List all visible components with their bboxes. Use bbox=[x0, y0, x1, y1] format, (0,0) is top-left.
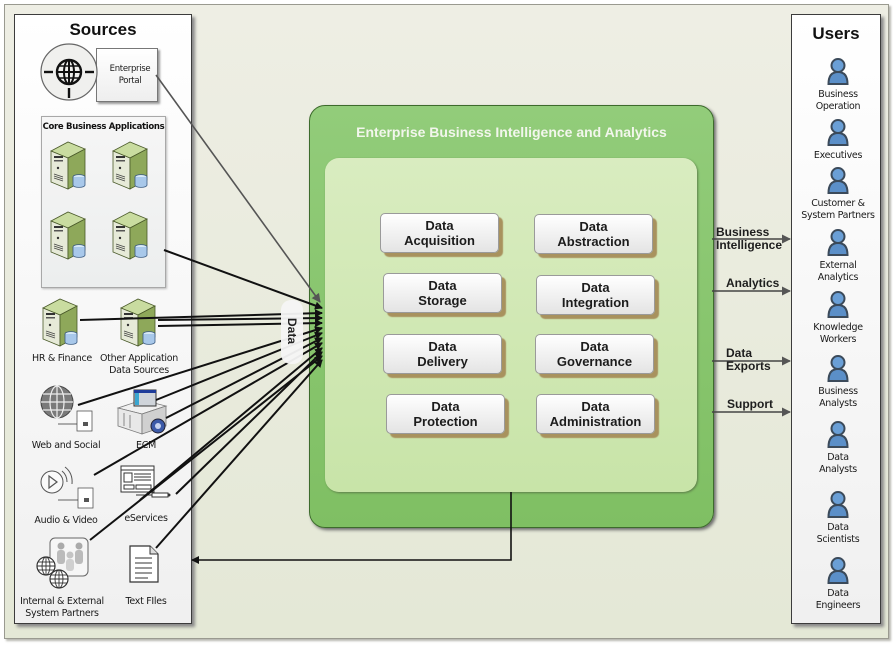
user-icon bbox=[826, 290, 850, 320]
hr-finance-label: HR & Finance bbox=[32, 353, 92, 364]
users-panel: Users bbox=[791, 14, 881, 624]
user-icon bbox=[826, 118, 850, 148]
server-icon bbox=[48, 209, 88, 261]
user-icon bbox=[826, 490, 850, 520]
core-business-applications-group: Core Business Applications bbox=[41, 116, 166, 288]
output-label-business-intelligence: Business Intelligence bbox=[716, 225, 783, 252]
partners-icon bbox=[36, 537, 89, 589]
user-label: External Analytics bbox=[817, 260, 859, 283]
ebi-container: Enterprise Business Intelligence and Ana… bbox=[309, 105, 714, 528]
ebi-capabilities-area bbox=[325, 158, 697, 492]
user-label: Customer & System Partners bbox=[801, 198, 875, 221]
ecm-server-icon bbox=[116, 389, 168, 435]
capability-data-delivery[interactable]: Data Delivery bbox=[383, 334, 502, 374]
ecm-label: ECM bbox=[136, 440, 156, 451]
web-social-label: Web and Social bbox=[31, 440, 101, 451]
globe-portal-icon bbox=[40, 43, 98, 101]
output-label-analytics: Analytics bbox=[726, 276, 780, 290]
user-icon bbox=[826, 556, 850, 586]
text-file-icon bbox=[129, 545, 159, 583]
eservices-icon bbox=[120, 465, 171, 498]
other-app-label: Other Application Data Sources bbox=[100, 353, 178, 376]
core-business-applications-title: Core Business Applications bbox=[42, 122, 165, 132]
capability-data-abstraction[interactable]: Data Abstraction bbox=[534, 214, 653, 254]
text-files-label: Text FIles bbox=[125, 596, 167, 607]
output-label-data-exports: Data Exports bbox=[726, 346, 771, 373]
user-icon bbox=[826, 354, 850, 384]
capability-data-protection[interactable]: Data Protection bbox=[386, 394, 505, 434]
audio-video-icon bbox=[40, 466, 94, 509]
eservices-label: eServices bbox=[124, 513, 168, 524]
user-label: Knowledge Workers bbox=[813, 322, 863, 345]
data-flow-label: Data bbox=[285, 317, 299, 344]
output-label-support: Support bbox=[727, 397, 773, 411]
enterprise-portal-card: Enterprise Portal bbox=[96, 48, 158, 102]
capability-data-acquisition[interactable]: Data Acquisition bbox=[380, 213, 499, 253]
user-icon bbox=[826, 228, 850, 258]
server-icon bbox=[110, 139, 150, 191]
user-label: Data Scientists bbox=[816, 522, 860, 545]
hr-finance-server-icon bbox=[40, 296, 80, 348]
capability-data-integration[interactable]: Data Integration bbox=[536, 275, 655, 315]
capability-data-administration[interactable]: Data Administration bbox=[536, 394, 655, 434]
user-label: Data Analysts bbox=[819, 452, 857, 475]
data-flow-tag: Data bbox=[281, 300, 303, 364]
audio-video-label: Audio & Video bbox=[34, 515, 98, 526]
user-label: Data Engineers bbox=[815, 588, 861, 611]
partners-label: Internal & External System Partners bbox=[20, 596, 104, 619]
user-label: Executives bbox=[813, 150, 863, 161]
capability-data-governance[interactable]: Data Governance bbox=[535, 334, 654, 374]
user-label: Business Analysts bbox=[818, 386, 858, 409]
user-label: Business Operation bbox=[815, 89, 861, 112]
server-icon bbox=[48, 139, 88, 191]
user-icon bbox=[826, 57, 850, 87]
users-title: Users bbox=[812, 24, 860, 43]
capability-data-storage[interactable]: Data Storage bbox=[383, 273, 502, 313]
user-icon bbox=[826, 420, 850, 450]
web-globe-icon bbox=[40, 385, 93, 432]
user-icon bbox=[826, 166, 850, 196]
ebi-title: Enterprise Business Intelligence and Ana… bbox=[356, 124, 667, 140]
enterprise-portal-label: Enterprise Portal bbox=[109, 64, 151, 86]
other-app-server-icon bbox=[118, 296, 158, 348]
sources-title: Sources bbox=[69, 20, 137, 39]
server-icon bbox=[110, 209, 150, 261]
